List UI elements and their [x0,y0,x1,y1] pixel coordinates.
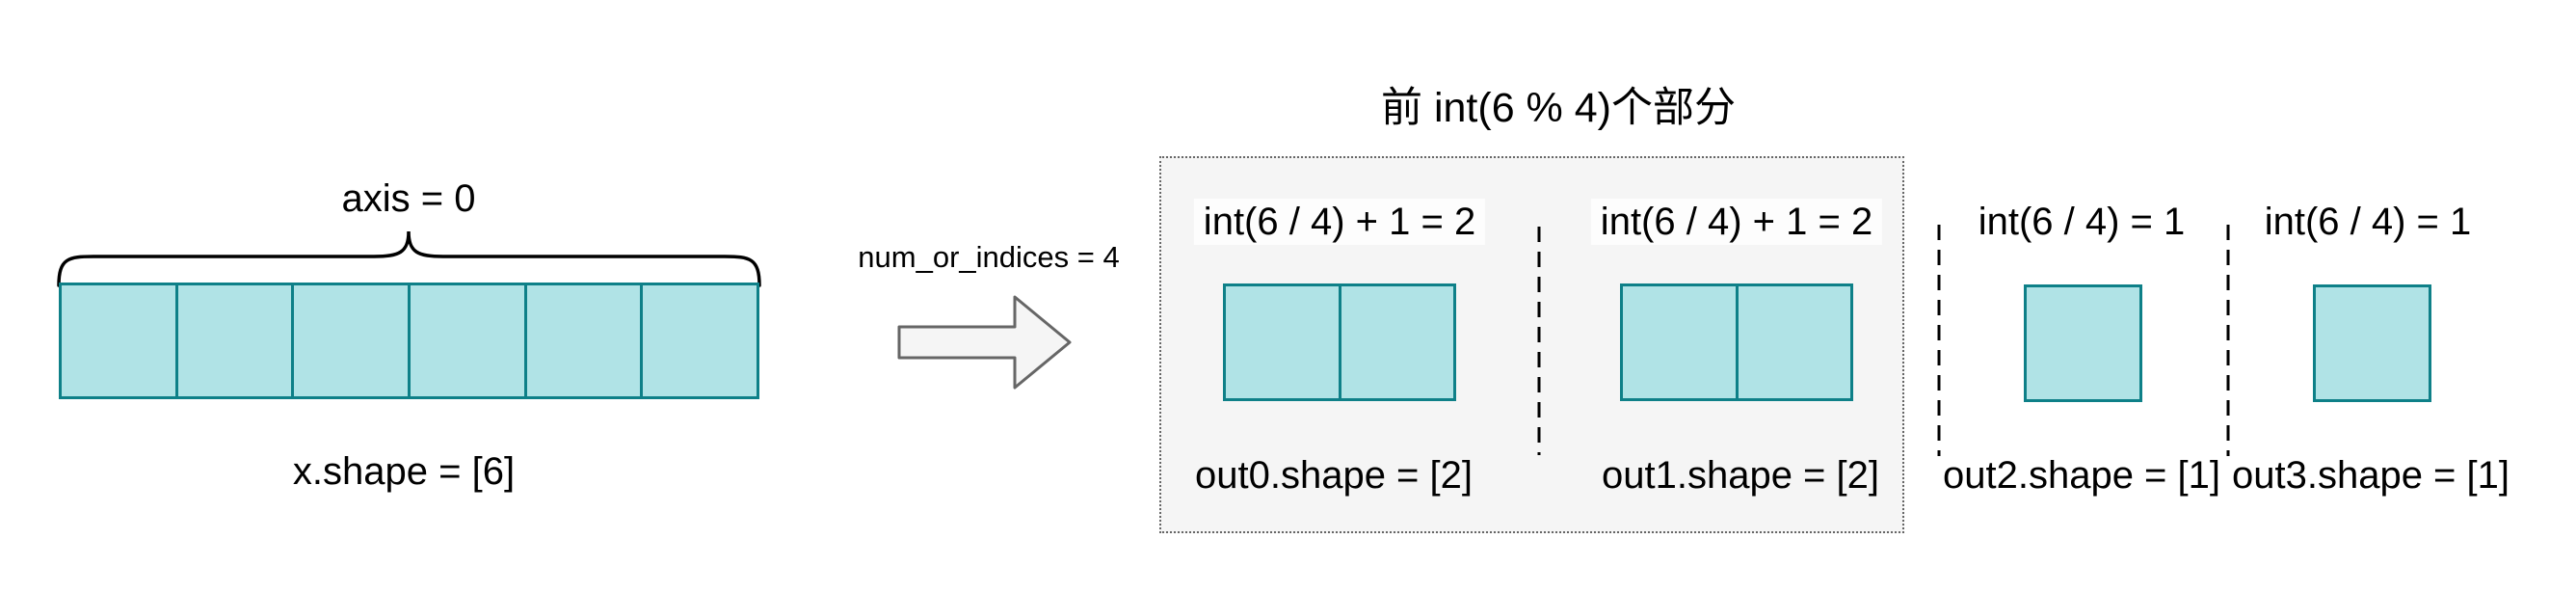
array-cell [523,285,641,396]
array-cell [2027,287,2139,399]
out2-shape-label: out2.shape = [1] [1942,454,2221,497]
array-cell [1226,286,1339,398]
array-cell [1338,286,1454,398]
out1-shape-label: out1.shape = [2] [1601,454,1880,497]
out2-array [2024,284,2142,402]
transform-arrow-icon [897,295,1072,390]
input-array [59,283,759,399]
axis-brace [57,230,761,287]
array-cell [2316,287,2429,399]
out1-formula-label: int(6 / 4) + 1 = 2 [1590,199,1883,245]
array-cell [291,285,408,396]
input-shape-label: x.shape = [6] [292,450,516,493]
out2-formula-label: int(6 / 4) = 1 [1968,199,2195,245]
group-box-title: 前 int(6 % 4)个部分 [1381,85,1736,131]
array-cell [1735,286,1851,398]
array-cell [1623,286,1736,398]
out1-array [1620,283,1853,401]
num-or-indices-label: num_or_indices = 4 [858,240,1120,274]
array-cell [62,285,175,396]
out0-shape-label: out0.shape = [2] [1194,454,1474,497]
axis-label: axis = 0 [341,177,476,220]
out0-array [1223,283,1456,401]
array-cell [174,285,292,396]
out3-formula-label: int(6 / 4) = 1 [2254,199,2482,245]
out0-formula-label: int(6 / 4) + 1 = 2 [1193,199,1486,245]
out3-array [2313,284,2431,402]
array-cell [640,285,757,396]
out3-shape-label: out3.shape = [1] [2231,454,2510,497]
array-cell [408,285,524,396]
